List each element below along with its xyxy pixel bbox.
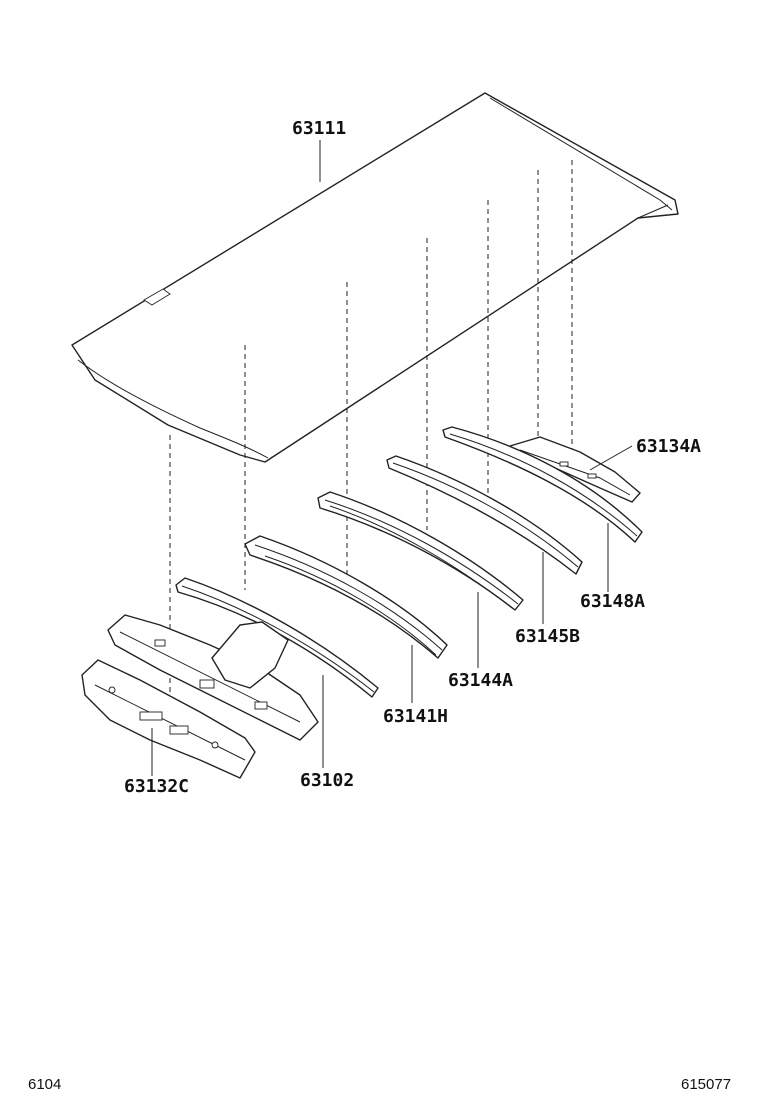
part-label-63141h: 63141H — [383, 706, 448, 727]
roof-panel-drawing — [71, 92, 679, 463]
roof-bow-3-drawing — [317, 491, 524, 611]
part-label-63148a: 63148A — [580, 591, 645, 612]
part-label-63132c: 63132C — [124, 776, 189, 797]
part-label-63144a: 63144A — [448, 670, 513, 691]
part-labels: 63111 63134A 63148A 63145B 63144A 63141H… — [124, 118, 701, 797]
footer-left-code: 6104 — [28, 1076, 61, 1093]
roof-panel-sub-assy-drawing — [175, 577, 379, 698]
part-label-63111: 63111 — [292, 118, 346, 139]
roof-bow-4-drawing — [386, 455, 583, 575]
roof-bow-2-drawing — [244, 535, 448, 659]
part-label-63145b: 63145B — [515, 626, 580, 647]
leader-lines — [151, 140, 633, 776]
front-cross-member-drawing — [107, 614, 319, 741]
part-label-63102: 63102 — [300, 770, 354, 791]
part-label-63134a: 63134A — [636, 436, 701, 457]
windshield-header-panel-drawing — [81, 659, 256, 779]
footer-right-code: 615077 — [681, 1076, 731, 1093]
roof-bow-5-drawing — [442, 426, 643, 543]
